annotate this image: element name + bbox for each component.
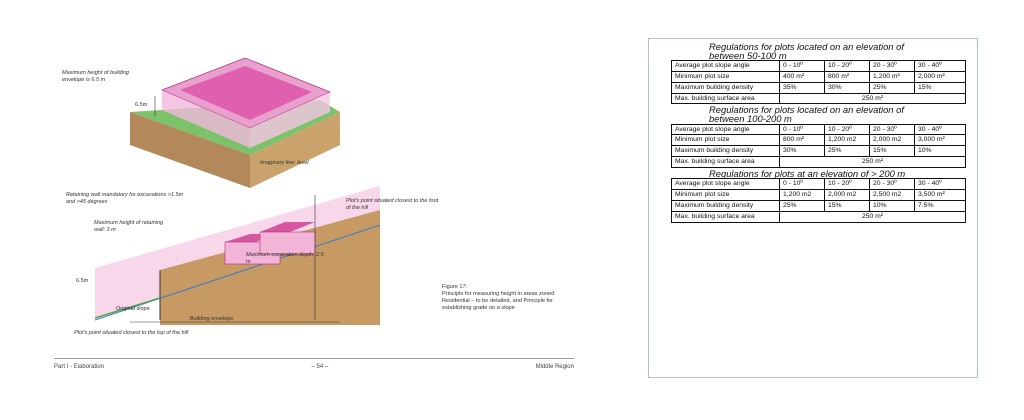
table-row: Average plot slope angle 0 - 10º 10 - 20… <box>671 178 966 191</box>
figure-caption: Figure 17: Principle for measuring heigh… <box>442 284 562 312</box>
regulation-table-2: Average plot slope angle 0 - 10º 10 - 20… <box>671 123 966 168</box>
figure-title: Figure 17: <box>442 284 468 290</box>
table-row: Minimum plot size 800 m² 1,200 m2 2,000 … <box>671 134 966 147</box>
regulation-table-3: Average plot slope angle 0 - 10º 10 - 20… <box>671 178 966 223</box>
terrain-front <box>130 112 250 188</box>
regulation-title-2: Regulations for plots located on an elev… <box>709 104 904 124</box>
page-footer: Part I - Elaboration – 54 – Middle Regio… <box>54 358 574 370</box>
max-excavation-label: Maximum excavation depth: 2.5 m <box>246 252 324 265</box>
table-row: Minimum plot size 1,200 m2 2,000 m2 2,50… <box>671 189 966 201</box>
imaginary-line-label: Imaginary line: level <box>260 160 309 166</box>
top-dim-label: 6.5m <box>135 102 148 108</box>
regulations-panel: Regulations for plots located on an elev… <box>648 38 978 378</box>
green-line <box>94 297 161 319</box>
footer-right: Middle Region <box>535 364 574 370</box>
house-roof-2 <box>260 222 315 232</box>
top-height-label: Maximum height of building envelope is 6… <box>62 70 129 83</box>
regulation-title-1: Regulations for plots located on an elev… <box>709 41 904 61</box>
bottom-dim-label: 6.5m <box>76 278 89 284</box>
terrain-slope <box>250 112 340 188</box>
table-row: Maximum building density 35% 30% 25% 15% <box>671 81 966 94</box>
house-body-2 <box>259 231 316 255</box>
envelope-roof <box>180 66 312 120</box>
section-ground <box>160 210 380 325</box>
table-row: Max. building surface area 250 m² <box>671 155 966 168</box>
closest-foot-label: Plot's point situated closest to the foo… <box>346 198 439 211</box>
regulation-block-1: Regulations for plots located on an elev… <box>649 41 977 105</box>
regulation-table-1: Average plot slope angle 0 - 10º 10 - 20… <box>671 60 966 105</box>
table-row: Maximum building density 30% 25% 15% 10% <box>671 145 966 157</box>
document-page: Maximum height of building envelope is 6… <box>40 20 600 390</box>
retaining-wall-label: Retaining wall mandatory for excavations… <box>66 192 184 205</box>
envelope-side <box>250 92 330 148</box>
figure-text: Principle for measuring height in areas … <box>442 291 555 311</box>
envelope-front <box>162 90 250 148</box>
footer-center: – 54 – <box>311 364 329 370</box>
regulation-title-3: Regulations for plots at an elevation of… <box>709 167 906 179</box>
table-row: Max. building surface area 250 m² <box>671 210 966 223</box>
table-row: Average plot slope angle 0 - 10º 10 - 20… <box>671 60 966 72</box>
table-row: Average plot slope angle 0 - 10º 10 - 20… <box>671 123 966 136</box>
table-row: Maximum building density 25% 15% 10% 7.5… <box>671 199 966 212</box>
max-height-wall-label: Maximum height of retaining wall: 3 m <box>94 220 164 233</box>
building-envelope-label: Building envelope <box>190 316 234 322</box>
closest-top-label: Plot's point situated closest to the top… <box>74 330 189 336</box>
regulation-block-2: Regulations for plots located on an elev… <box>649 104 977 168</box>
table-row: Max. building surface area 250 m² <box>671 92 966 105</box>
building-envelope-diagram <box>94 57 381 325</box>
table-row: Minimum plot size 400 m² 800 m² 1,200 m²… <box>671 70 966 83</box>
regulation-block-3: Regulations for plots at an elevation of… <box>649 167 977 223</box>
footer-left: Part I - Elaboration <box>54 364 105 370</box>
original-slope-label: Original slope <box>116 306 150 312</box>
